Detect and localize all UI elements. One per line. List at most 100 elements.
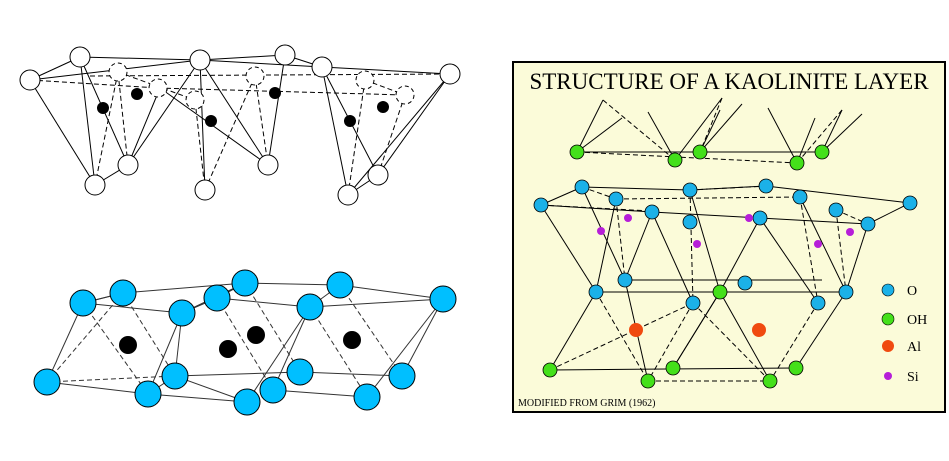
- oxygen-atom: [367, 164, 389, 186]
- hydroxyl-atom: [712, 284, 728, 300]
- hydroxyl-atom: [168, 299, 196, 327]
- hydroxyl-atom: [542, 362, 558, 378]
- oxygen-atom: [752, 210, 768, 226]
- oxygen-atom: [69, 46, 91, 68]
- aluminum-atom: [247, 326, 265, 344]
- silicon-atom: [269, 87, 281, 99]
- hydroxyl-atom: [353, 383, 381, 411]
- tetrahedral-sheet-diagram: [19, 44, 461, 206]
- oxygen-atom: [810, 295, 826, 311]
- hydroxyl-atom: [231, 269, 259, 297]
- hydroxyl-atom: [665, 360, 681, 376]
- oxygen-atom: [311, 56, 333, 78]
- hydroxyl-atom: [388, 362, 416, 390]
- silicon-atom: [624, 214, 632, 222]
- octahedral-sheet-diagram: [33, 269, 457, 416]
- oxygen-atom: [792, 189, 808, 205]
- oxygen-atom: [117, 154, 139, 176]
- hydroxyl-atom: [161, 362, 189, 390]
- silicon-atom: [131, 88, 143, 100]
- tetrahedral-solid-bonds: [29, 54, 451, 196]
- kaolinite-dashed-bonds: [540, 97, 869, 382]
- oxygen-atom: [257, 154, 279, 176]
- oxygen-atom: [439, 63, 461, 85]
- oxygen-atom: [84, 174, 106, 196]
- oxygen-atom: [828, 202, 844, 218]
- aluminum-atom: [343, 331, 361, 349]
- oxygen-atom: [617, 272, 633, 288]
- hydroxyl-atom: [789, 155, 805, 171]
- oxygen-atom-icon: [881, 283, 895, 297]
- oxygen-atom: [838, 284, 854, 300]
- aluminum-atom: [219, 340, 237, 358]
- oxygen-atom: [685, 295, 701, 311]
- silicon-atom: [693, 240, 701, 248]
- aluminum-atom: [119, 336, 137, 354]
- oxygen-atom: [902, 195, 918, 211]
- silicon-atom: [344, 115, 356, 127]
- oxygen-atom: [574, 179, 590, 195]
- oxygen-atom: [19, 69, 41, 91]
- hydroxyl-atom: [692, 144, 708, 160]
- hydroxyl-atom: [33, 368, 61, 396]
- oxygen-atom: [189, 49, 211, 71]
- legend-item-silicon: Si: [884, 370, 919, 385]
- aluminum-atom: [752, 323, 766, 337]
- hydroxyl-atom: [109, 279, 137, 307]
- legend-item-aluminum: Al: [882, 340, 921, 355]
- octahedral-solid-bonds: [46, 282, 444, 403]
- kaolinite-layer-panel: STRUCTURE OF A KAOLINITE LAYER: [512, 61, 946, 413]
- hydroxyl-atom: [326, 271, 354, 299]
- oxygen-atom: [533, 197, 549, 213]
- kaolinite-atoms: [533, 144, 918, 389]
- silicon-atom-icon: [884, 372, 892, 380]
- silicon-atom: [814, 240, 822, 248]
- oxygen-atom-hidden: [148, 78, 168, 98]
- oxygen-atom: [758, 178, 774, 194]
- silicon-atom: [97, 102, 109, 114]
- oxygen-atom-hidden: [395, 85, 415, 105]
- aluminum-atom-icon: [882, 340, 894, 352]
- octahedral-dashed-bonds: [46, 282, 403, 398]
- octahedral-cations: [119, 326, 361, 358]
- hydroxyl-atom: [286, 358, 314, 386]
- oxygen-atom: [194, 179, 216, 201]
- hydroxyl-atom: [69, 289, 97, 317]
- hydroxyl-atom: [814, 144, 830, 160]
- panel-frame: [512, 61, 946, 413]
- tetrahedral-dashed-atoms: [108, 62, 415, 110]
- oxygen-atom-hidden: [355, 70, 375, 90]
- hydroxyl-atom: [667, 152, 683, 168]
- oxygen-atom-hidden: [108, 62, 128, 82]
- legend-label: OH: [907, 313, 927, 328]
- octahedral-atoms: [33, 269, 457, 416]
- oxygen-atom: [588, 284, 604, 300]
- hydroxyl-atom: [640, 373, 656, 389]
- hydroxyl-atom: [762, 373, 778, 389]
- aluminum-atom: [629, 323, 643, 337]
- hydroxyl-atom-icon: [881, 312, 895, 326]
- tetrahedral-cations: [97, 87, 389, 127]
- legend-item-hydroxyl: OH: [881, 312, 927, 328]
- hydroxyl-atom: [134, 380, 162, 408]
- legend-label: Si: [907, 370, 919, 385]
- legend-item-oxygen: O: [881, 283, 917, 299]
- hydroxyl-atom: [569, 144, 585, 160]
- tetrahedral-oxygen-atoms: [19, 44, 461, 206]
- hydroxyl-atom: [233, 388, 261, 416]
- hydroxyl-atom: [259, 376, 287, 404]
- silicon-atom: [846, 228, 854, 236]
- oxygen-atom: [274, 44, 296, 66]
- silicon-atom: [377, 101, 389, 113]
- hydroxyl-atom: [296, 293, 324, 321]
- hydroxyl-atom: [429, 285, 457, 313]
- oxygen-atom: [860, 216, 876, 232]
- oxygen-atom: [337, 184, 359, 206]
- legend: O OH Al Si: [881, 283, 927, 385]
- hydroxyl-atom: [788, 360, 804, 376]
- silicon-atom: [205, 115, 217, 127]
- silicon-atom: [597, 227, 605, 235]
- oxygen-atom: [644, 204, 660, 220]
- hydroxyl-atom: [203, 284, 231, 312]
